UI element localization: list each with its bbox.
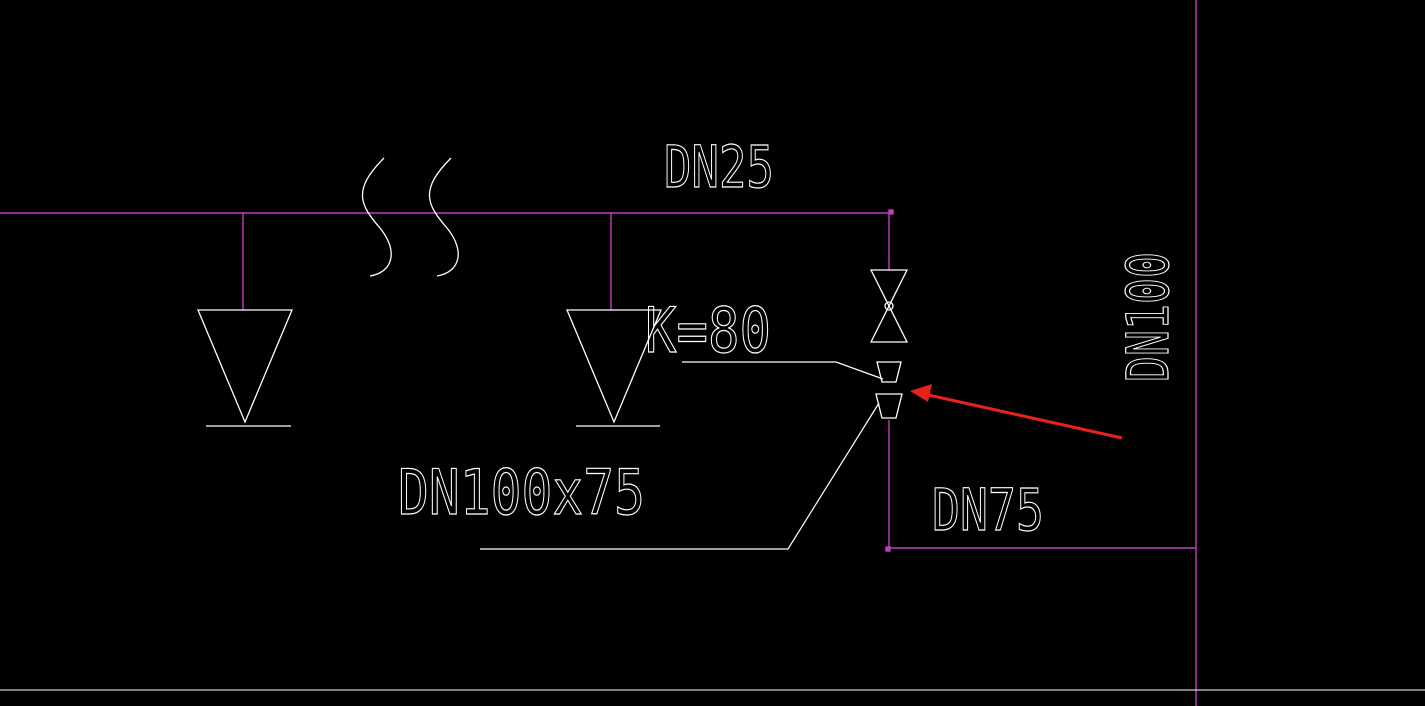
pipes — [0, 0, 1197, 706]
k80-leader — [682, 361, 884, 380]
label-dn25: DN25 — [664, 133, 774, 201]
pipe-node — [885, 546, 891, 552]
reducer-icon — [875, 361, 903, 419]
gate-valve-icon — [869, 269, 909, 343]
break-line-icon — [361, 157, 459, 277]
reducer-leader — [480, 402, 880, 550]
label-dn75: DN75 — [932, 476, 1044, 544]
label-k80: K=80 — [645, 294, 771, 367]
sprinkler-head-icon — [197, 309, 293, 427]
red-arrow-icon — [910, 384, 1123, 440]
label-dn100: DN100 — [1114, 252, 1182, 382]
pipe-node — [888, 209, 894, 215]
label-reducer-dn100x75: DN100x75 — [398, 456, 645, 529]
sprinkler-head-icon — [566, 309, 662, 427]
leader-lines — [480, 361, 884, 550]
